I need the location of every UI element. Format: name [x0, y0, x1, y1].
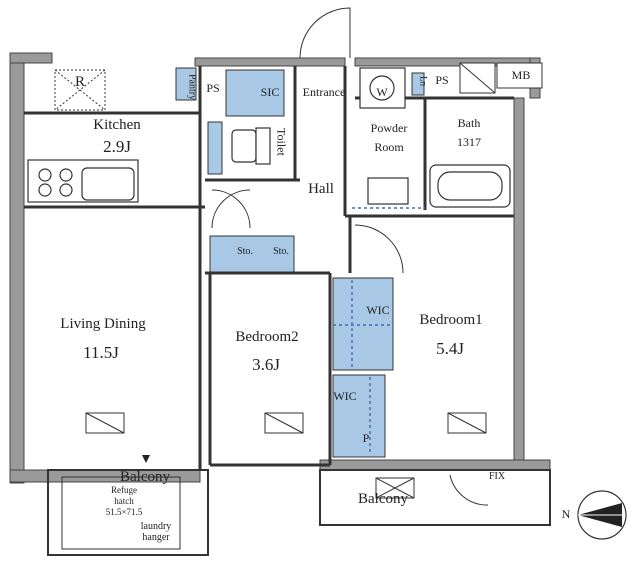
bedroom1-name: Bedroom1 [419, 312, 483, 328]
bath-size: 1317 [457, 135, 481, 149]
living-dining-size: 11.5J [83, 343, 119, 362]
balcony-outlines [47, 469, 551, 556]
p-label: P [362, 431, 370, 445]
wic-lower-label: WIC [333, 389, 357, 403]
sto1-label: Sto. [237, 246, 253, 257]
fix-label: FIX [488, 471, 506, 482]
bathtub [429, 164, 511, 208]
refrigerator-label: R [74, 74, 86, 90]
storage-dashes [333, 207, 425, 455]
kitchen-counter [27, 159, 139, 203]
balcony-left-label: Balcony [120, 469, 170, 485]
bath-name: Bath [457, 116, 481, 130]
refrigerator [54, 69, 106, 111]
refuge-hatch-line2: hatch [114, 496, 134, 506]
laundry-hanger-line1: laundry [140, 521, 172, 532]
powder-basin [367, 177, 409, 205]
powder-room-line1: Powder [370, 121, 408, 135]
refuge-hatch-line1: Refuge [111, 485, 137, 495]
ps-left-label: PS [206, 81, 220, 95]
toilet-fixture [231, 127, 271, 165]
bedroom2-name: Bedroom2 [235, 329, 299, 345]
sic-label: SIC [260, 85, 280, 99]
entrance-label: Entrance [302, 85, 346, 99]
compass-icon [577, 490, 627, 540]
mb-label: MB [511, 68, 531, 82]
balcony-arrow [142, 455, 150, 463]
washer [359, 67, 406, 109]
powder-room-line2: Room [374, 140, 404, 154]
refuge-hatch-line3: 51.5×71.5 [105, 507, 143, 517]
wic-upper-label: WIC [366, 303, 390, 317]
window-markers [85, 62, 496, 499]
mb-box [496, 62, 543, 89]
storage-areas [175, 67, 425, 458]
kitchen-name: Kitchen [93, 117, 141, 133]
kitchen-size: 2.9J [103, 137, 131, 156]
compass-north-label: N [561, 507, 571, 521]
ps-right-label: PS [435, 73, 449, 87]
washer-label: W [376, 85, 388, 99]
balcony-right-label: Balcony [358, 491, 408, 507]
bedroom1-size: 5.4J [436, 339, 464, 358]
sto2-label: Sto. [273, 246, 289, 257]
pantry-label: Pantry [186, 74, 198, 101]
laundry-hanger-line2: hanger [142, 532, 170, 543]
toilet-label: Toilet [274, 128, 289, 156]
ln-label: Ln [418, 76, 429, 86]
doors [211, 7, 489, 506]
bedroom2-size: 3.6J [252, 355, 280, 374]
hall-label: Hall [308, 181, 334, 197]
living-dining-name: Living Dining [60, 316, 146, 332]
